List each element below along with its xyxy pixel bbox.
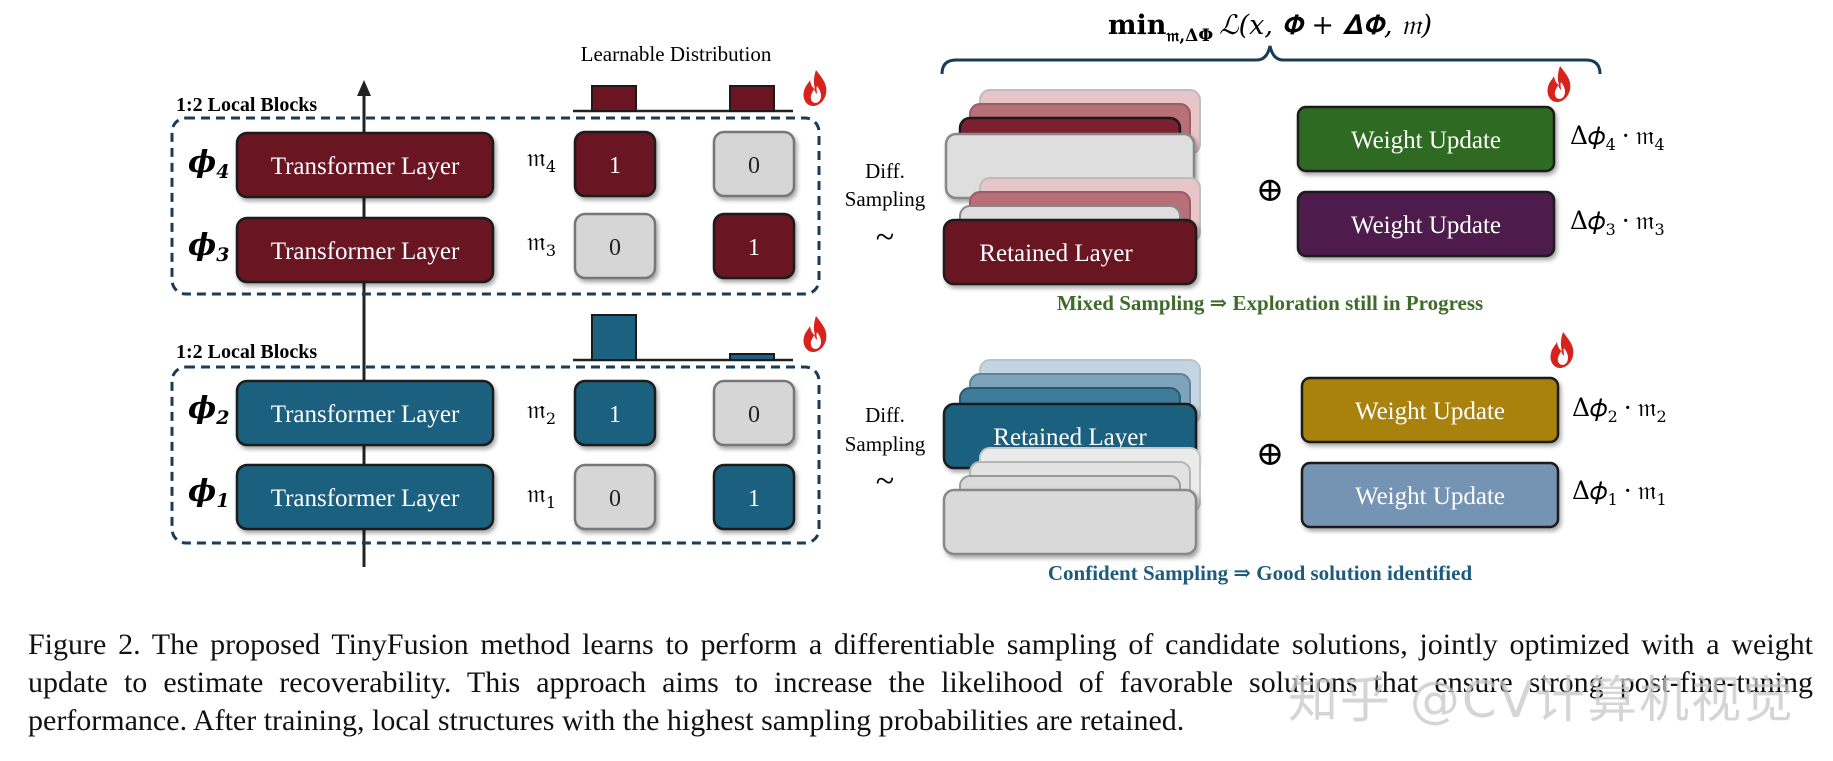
transformer-layer-label: Transformer Layer xyxy=(271,238,460,265)
phi-label: 𝝓1 xyxy=(188,474,229,512)
tilde-symbol: ~ xyxy=(876,463,894,500)
transformer-layer-label: Transformer Layer xyxy=(271,153,460,180)
diff-label: Diff. xyxy=(865,159,905,183)
mask-choice-b-value: 0 xyxy=(748,402,760,428)
tilde-symbol: ~ xyxy=(876,219,894,256)
transformer-layer-label: Transformer Layer xyxy=(271,401,460,428)
mask-choice-a-value: 0 xyxy=(609,235,621,261)
transformer-layer[interactable] xyxy=(235,216,495,284)
mask-label: 𝔪3 xyxy=(527,227,556,260)
update-formula: Δ𝜙4·𝔪4 xyxy=(1570,121,1665,154)
mask-choice-b[interactable] xyxy=(712,463,796,531)
mask-choice-b-value: 1 xyxy=(748,486,760,512)
update-formula: Δ𝜙3·𝔪3 xyxy=(1570,206,1665,239)
weight-update-box[interactable] xyxy=(1300,376,1560,444)
weight-update-label: Weight Update xyxy=(1355,483,1505,510)
candidate-card xyxy=(942,488,1198,556)
mask-label: 𝔪4 xyxy=(527,143,556,176)
transformer-layer-label: Transformer Layer xyxy=(271,485,460,512)
watermark: 知乎 @CV计算机视觉 xyxy=(1288,671,1796,729)
sampling-label: Sampling xyxy=(845,187,926,211)
distribution-bar-b xyxy=(729,353,775,361)
mask-label: 𝔪2 xyxy=(527,395,556,428)
flame-icon xyxy=(1547,66,1571,102)
mask-choice-a-value: 0 xyxy=(609,486,621,512)
flame-icon xyxy=(803,316,827,352)
mask-choice-b-value: 1 xyxy=(748,235,760,261)
oplus-symbol: ⊕ xyxy=(1256,172,1285,209)
phi-label: 𝝓4 xyxy=(188,145,229,183)
sampling-status: Confident Sampling ⇒ Good solution ident… xyxy=(1048,561,1473,585)
retained-layer-label: Retained Layer xyxy=(993,424,1147,451)
transformer-layer[interactable] xyxy=(235,131,495,199)
oplus-symbol: ⊕ xyxy=(1256,436,1285,473)
mask-choice-a[interactable] xyxy=(573,379,657,447)
weight-update-box[interactable] xyxy=(1296,105,1556,173)
mask-choice-a-value: 1 xyxy=(609,402,621,428)
weight-update-box[interactable] xyxy=(1296,190,1556,258)
update-formula: Δ𝜙2·𝔪2 xyxy=(1572,393,1667,426)
sampling-status: Mixed Sampling ⇒ Exploration still in Pr… xyxy=(1057,291,1483,315)
mask-label: 𝔪1 xyxy=(527,479,556,512)
weight-update-label: Weight Update xyxy=(1351,127,1501,154)
learnable-distribution-label: Learnable Distribution xyxy=(581,42,772,66)
sampling-label: Sampling xyxy=(845,432,926,456)
local-block-upper: 1:2 Local Blocks 𝝓4 Transformer Layer 𝔪4… xyxy=(170,66,1665,315)
weight-update-label: Weight Update xyxy=(1351,212,1501,239)
figure-caption: Figure 2. The proposed TinyFusion method… xyxy=(28,628,1813,737)
axis-arrowhead xyxy=(357,80,371,96)
phi-label: 𝝓3 xyxy=(188,228,229,266)
block-label: 1:2 Local Blocks xyxy=(176,341,317,363)
flame-icon xyxy=(1550,332,1574,368)
distribution-bar-a xyxy=(591,314,637,361)
mask-choice-a[interactable] xyxy=(573,463,657,531)
distribution-bar-a xyxy=(591,85,637,112)
block-label: 1:2 Local Blocks xyxy=(176,94,317,116)
weight-update-box[interactable] xyxy=(1300,461,1560,529)
mask-choice-a-value: 1 xyxy=(609,153,621,179)
mask-choice-b-value: 0 xyxy=(748,153,760,179)
distribution-bar-b xyxy=(729,85,775,112)
local-block-lower: 1:2 Local Blocks 𝝓2 Transformer Layer 𝔪2… xyxy=(170,314,1667,585)
mask-choice-b[interactable] xyxy=(712,212,796,280)
mask-choice-b[interactable] xyxy=(712,130,796,198)
weight-update-label: Weight Update xyxy=(1355,398,1505,425)
transformer-layer[interactable] xyxy=(235,463,495,531)
update-formula: Δ𝜙1·𝔪1 xyxy=(1572,476,1667,509)
retained-layer-label: Retained Layer xyxy=(979,240,1133,267)
diff-label: Diff. xyxy=(865,403,905,427)
mask-choice-b[interactable] xyxy=(712,379,796,447)
transformer-layer[interactable] xyxy=(235,379,495,447)
mask-choice-a[interactable] xyxy=(573,130,657,198)
phi-label: 𝝓2 xyxy=(188,391,229,429)
retained-layer-card[interactable] xyxy=(942,218,1198,286)
mask-choice-a[interactable] xyxy=(573,212,657,280)
flame-icon xyxy=(803,70,827,106)
objective-brace xyxy=(940,45,1602,75)
